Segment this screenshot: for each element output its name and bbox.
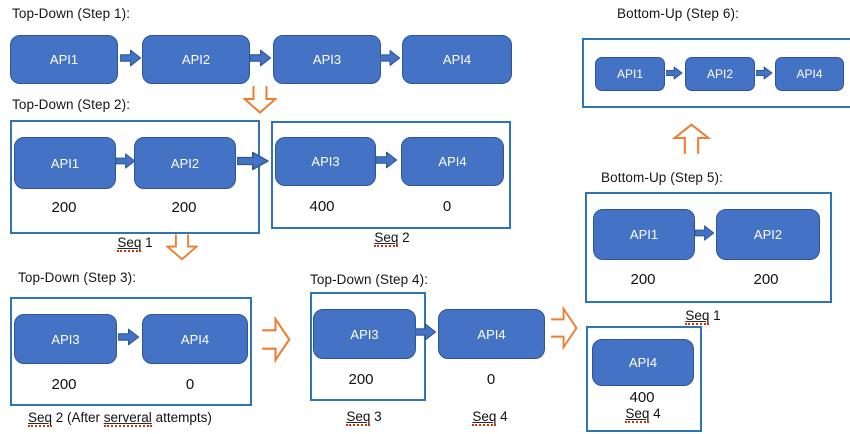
seq3-label: Seq 3 — [346, 409, 382, 426]
step2-api3-box: API3 — [275, 137, 376, 186]
flow-arrow-icon — [117, 327, 140, 347]
seq-word: Seq — [346, 409, 371, 426]
flow-arrow-icon — [375, 150, 398, 170]
step4-title: Top-Down (Step 4): — [310, 272, 429, 287]
seq-word: Seq — [28, 410, 53, 427]
step1-api2-box: API2 — [142, 35, 250, 84]
step3-api3-box: API3 — [14, 314, 117, 364]
api-label: API4 — [477, 326, 506, 342]
step5-seq1-container — [585, 192, 832, 303]
seq1-label: Seq 1 — [685, 308, 721, 325]
flow-arrow-icon — [755, 65, 773, 81]
step1-title: Top-Down (Step 1): — [12, 6, 131, 21]
status-value: 200 — [51, 376, 77, 393]
step6-api1-box: API1 — [595, 57, 665, 91]
api-label: API1 — [629, 227, 659, 242]
api-label: API4 — [442, 52, 472, 67]
seq2-attempts-label: Seq 2 (After serveral attempts) — [28, 410, 212, 427]
api-label: API3 — [51, 331, 80, 347]
api-label: API4 — [438, 154, 467, 169]
step1-api3-box: API3 — [273, 35, 381, 84]
step6-title: Bottom-Up (Step 6): — [617, 6, 739, 21]
step3-api4-box: API4 — [142, 314, 248, 364]
status-value: 400 — [309, 198, 335, 215]
flow-arrow-icon — [414, 322, 437, 342]
api-label: API1 — [616, 67, 643, 81]
seq-word: Seq — [625, 406, 650, 423]
flow-arrow-icon — [115, 151, 136, 171]
step5-api2-box: API2 — [716, 209, 820, 260]
seq4-label: Seq 4 — [472, 409, 508, 426]
api-label: API3 — [311, 154, 340, 169]
flow-arrow-icon — [665, 65, 683, 81]
status-value: 200 — [171, 199, 197, 216]
status-value: 200 — [753, 271, 779, 288]
status-value: 0 — [486, 371, 496, 388]
arrow-up-icon — [671, 123, 712, 154]
api-label: API2 — [181, 52, 211, 67]
step6-api4-box: API4 — [775, 57, 844, 91]
step1-api4-box: API4 — [402, 35, 512, 84]
step2-api1-box: API1 — [14, 137, 116, 189]
flow-arrow-icon — [379, 48, 401, 68]
step5-title: Bottom-Up (Step 5): — [601, 170, 723, 185]
seq-word: Seq — [685, 308, 710, 325]
step4-api4-box: API4 — [438, 309, 545, 359]
api-label: API1 — [50, 155, 80, 171]
step2-api2-box: API2 — [134, 137, 236, 189]
misspelled-word: serveral — [103, 410, 152, 427]
api-label: API2 — [170, 155, 200, 171]
status-value: 200 — [348, 371, 374, 388]
flow-arrow-icon — [236, 151, 270, 171]
step2-api4-box: API4 — [401, 137, 504, 186]
status-value: 200 — [630, 271, 656, 288]
step4-seq3-container — [310, 292, 426, 401]
seq4-result-container — [586, 326, 702, 432]
step1-api1-box: API1 — [10, 35, 118, 84]
seq2-label: Seq 2 — [374, 230, 410, 247]
step2-title: Top-Down (Step 2): — [12, 97, 131, 112]
api-label: API3 — [350, 326, 379, 342]
api-label: API3 — [312, 52, 342, 67]
step2-seq2-container — [271, 121, 511, 229]
status-value: 0 — [185, 376, 195, 393]
step6-container — [582, 38, 850, 108]
arrow-down-icon — [164, 233, 200, 262]
seq4-label: Seq 4 — [625, 406, 661, 423]
step4-api3-box: API3 — [313, 309, 416, 359]
api-label: API4 — [796, 67, 823, 81]
seq-word: Seq — [117, 235, 142, 252]
arrow-right-icon — [262, 315, 291, 364]
api-label: API2 — [706, 67, 733, 81]
step2-seq1-container — [10, 120, 260, 234]
api-label: API1 — [49, 52, 79, 67]
seq4-api4-box: API4 — [592, 339, 694, 386]
step6-api2-box: API2 — [685, 57, 755, 91]
seq-word: Seq — [472, 409, 497, 426]
seq1-label: Seq 1 — [117, 235, 153, 252]
step5-api1-box: API1 — [593, 209, 695, 260]
api-label: API4 — [180, 331, 210, 347]
status-value: 0 — [442, 198, 452, 215]
api-label: API4 — [628, 355, 658, 370]
seq-word: Seq — [374, 230, 399, 247]
flow-arrow-icon — [119, 48, 142, 68]
arrow-down-icon — [241, 86, 279, 114]
step3-container — [10, 297, 252, 406]
status-value: 400 — [629, 389, 655, 406]
status-value: 200 — [51, 199, 77, 216]
flow-arrow-icon — [694, 223, 715, 243]
api-label: API2 — [753, 227, 783, 242]
arrow-right-icon — [551, 305, 578, 351]
step3-title: Top-Down (Step 3): — [18, 270, 137, 285]
flow-arrow-icon — [249, 48, 272, 68]
